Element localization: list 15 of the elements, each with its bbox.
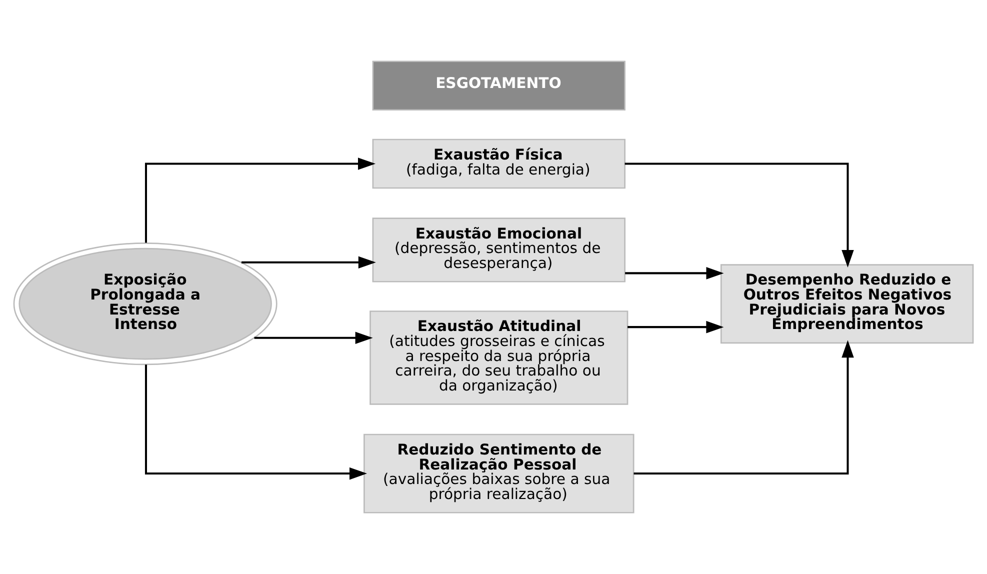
arrow (241, 256, 376, 269)
node-box: Reduzido Sentimento de Realização Pessoal (avaliações baixas sobre a sua própria realização) (364, 434, 634, 514)
arrow (628, 320, 724, 334)
arrow (144, 158, 376, 243)
node-box: ESGOTAMENTO (372, 60, 626, 111)
arrow (254, 332, 373, 344)
arrow (625, 267, 724, 280)
node-ellipse: Exposição Prolongada a Estresse Intenso (13, 242, 278, 366)
node-box: Exaustão Atitudinal (atitudes grosseiras e cínicas a respeito da sua própria carreira, do seu trabalho ou da organização) (370, 310, 628, 405)
node-box: Exaustão Física (fadiga, falta de energia) (372, 138, 626, 189)
arrow (634, 340, 854, 475)
arrow (624, 162, 854, 268)
node-box: Exaustão Emocional (depressão, sentimentos de desesperança) (372, 218, 626, 282)
node-box: Desempenho Reduzido e Outros Efeitos Negativos Prejudiciais para Novos Empreendimentos (720, 264, 974, 344)
arrow (144, 364, 368, 480)
